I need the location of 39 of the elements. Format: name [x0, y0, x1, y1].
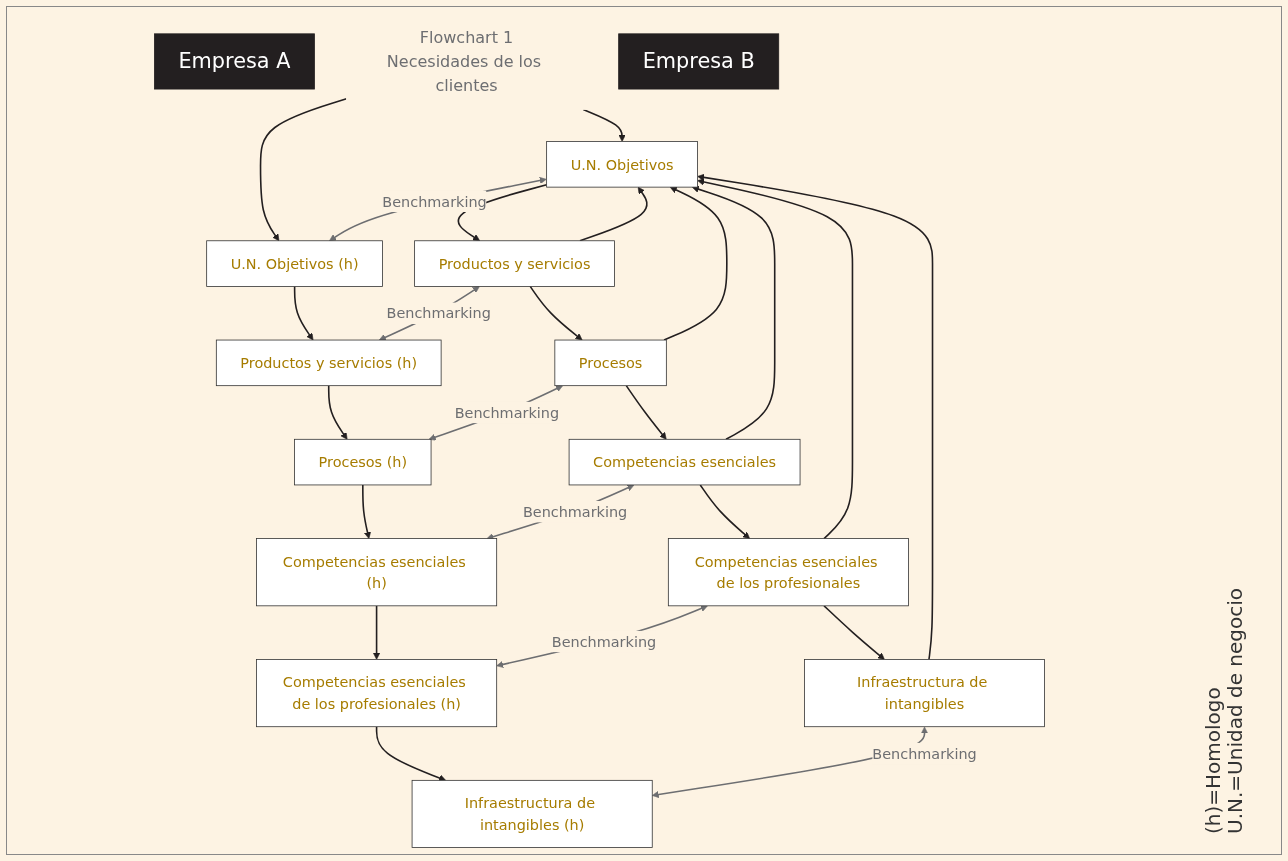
arrow: [327, 384, 347, 440]
node-box: Productos y servicios (h): [215, 339, 441, 387]
node-box: Empresa B: [617, 33, 779, 90]
node-box: U.N. Objetivos: [545, 141, 698, 188]
note-text: U.N.=Unidad de negocio: [1224, 588, 1246, 834]
arrow: [624, 384, 667, 440]
node-box: Competencias esenciales de los profesionales: [667, 538, 909, 607]
node-box: Infraestructura de intangibles (h): [411, 779, 653, 848]
arrow: [822, 605, 885, 660]
note-text: (h)=Homologo: [1202, 686, 1224, 834]
arrow: [581, 108, 626, 142]
arrow: [528, 285, 582, 341]
node-text: Flowchart 1 Necesidades de los clientes: [386, 27, 541, 96]
node-box: Infraestructura de intangibles: [803, 659, 1045, 728]
arrow: [293, 285, 313, 341]
edge-label: Benchmarking: [551, 633, 656, 650]
arrow: [372, 605, 380, 660]
node-box: Competencias esenciales (h): [255, 538, 497, 607]
arrow: [495, 605, 708, 668]
edge-label: Benchmarking: [522, 503, 627, 521]
arrow: [696, 173, 933, 661]
node-box: U.N. Objetivos (h): [205, 240, 383, 287]
edge-label: Benchmarking: [385, 304, 491, 322]
node-box: Competencias esenciales de los profesionales (h): [255, 659, 497, 728]
node-box: Procesos (h): [293, 438, 431, 486]
arrow: [375, 725, 446, 782]
arrow: [259, 98, 347, 242]
node-box: Procesos: [553, 339, 667, 387]
edge-label: Benchmarking: [381, 192, 487, 210]
node-box: Productos y servicios: [413, 240, 615, 287]
arrow: [691, 185, 775, 441]
arrow: [698, 484, 750, 539]
arrow: [361, 484, 371, 539]
node-box: Competencias esenciales: [568, 438, 800, 486]
node-box: Empresa A: [153, 33, 315, 90]
edge-label: Benchmarking: [871, 745, 977, 762]
arrow: [428, 385, 563, 441]
edge-label: Benchmarking: [454, 404, 559, 421]
arrow: [696, 178, 853, 540]
